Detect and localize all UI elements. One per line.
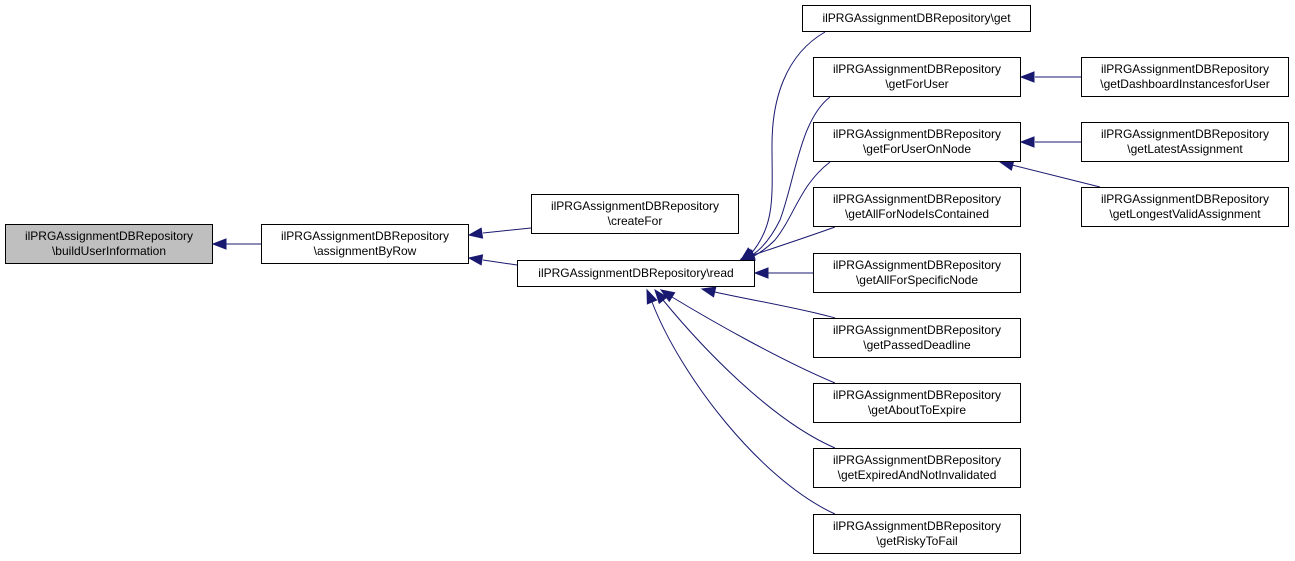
edge-line [662, 299, 836, 449]
node-label-line1: ilPRGAssignmentDBRepository [832, 127, 1002, 141]
node-label-line1: ilPRGAssignmentDBRepository [550, 199, 720, 213]
node-get-risky-to-fail[interactable]: ilPRGAssignmentDBRepository \getRiskyToF… [813, 514, 1021, 554]
node-label-line2: \getAboutToExpire [867, 403, 967, 417]
edge-arrowhead [654, 288, 668, 305]
node-label-line1: ilPRGAssignmentDBRepository [24, 229, 194, 243]
node-label-line2: \assignmentByRow [313, 244, 417, 258]
edge-arrowhead [467, 227, 484, 239]
node-label-line2: \getLatestAssignment [1127, 142, 1243, 156]
node-label-line2: \getLongestValidAssignment [1109, 207, 1261, 221]
node-read[interactable]: ilPRGAssignmentDBRepository\read [517, 260, 755, 287]
node-get-all-for-specific-node[interactable]: ilPRGAssignmentDBRepository \getAllForSp… [813, 253, 1021, 293]
edge-line [482, 259, 518, 266]
edge-line [482, 227, 532, 234]
edge-get-expired-and-not-invalidated-to-read [654, 288, 836, 449]
node-label-line1: ilPRGAssignmentDBRepository [280, 229, 450, 243]
node-get-longest-valid-assignment[interactable]: ilPRGAssignmentDBRepository \getLongestV… [1081, 187, 1289, 227]
edge-get-risky-to-fail-to-read [646, 288, 836, 515]
node-label-line2: \getExpiredAndNotInvalidated [837, 468, 997, 482]
node-get-about-to-expire[interactable]: ilPRGAssignmentDBRepository \getAboutToE… [813, 383, 1021, 423]
edge-arrowhead [1019, 136, 1035, 148]
node-get-latest-assignment[interactable]: ilPRGAssignmentDBRepository \getLatestAs… [1081, 122, 1289, 162]
edge-get-all-for-node-is-contained-to-read [739, 226, 836, 261]
node-get-all-for-node-is-contained[interactable]: ilPRGAssignmentDBRepository \getAllForNo… [813, 187, 1021, 227]
node-label-line1: ilPRGAssignmentDBRepository [832, 62, 1002, 76]
node-label-line1: ilPRGAssignmentDBRepository [1100, 127, 1270, 141]
edge-line [1011, 164, 1101, 188]
node-get-passed-deadline[interactable]: ilPRGAssignmentDBRepository \getPassedDe… [813, 318, 1021, 358]
node-assignment-by-row[interactable]: ilPRGAssignmentDBRepository \assignmentB… [261, 224, 469, 264]
node-label-line1: ilPRGAssignmentDBRepository [832, 192, 1002, 206]
edge-arrowhead [753, 267, 769, 279]
edge-arrowhead [211, 238, 227, 250]
node-label-line2: \getRiskyToFail [876, 534, 958, 548]
node-label-line1: ilPRGAssignmentDBRepository [832, 323, 1002, 337]
edge-assignment-by-row-to-build-user-information [211, 238, 261, 250]
edge-arrowhead [467, 254, 484, 266]
node-label-line1: ilPRGAssignmentDBRepository [832, 519, 1002, 533]
edge-arrowhead [700, 286, 717, 298]
node-label-line1: ilPRGAssignmentDBRepository\read [538, 266, 734, 280]
node-get-dashboard-instances-for-user[interactable]: ilPRGAssignmentDBRepository \getDashboar… [1081, 57, 1289, 97]
edge-get-passed-deadline-to-read [700, 286, 836, 319]
node-label-line1: ilPRGAssignmentDBRepository\get [822, 11, 1011, 25]
edge-get-longest-valid-assignment-to-get-for-user-on-node [998, 159, 1101, 188]
node-get[interactable]: ilPRGAssignmentDBRepository\get [802, 5, 1031, 32]
edge-create-for-to-assignment-by-row [467, 227, 532, 239]
edge-line [752, 226, 836, 256]
node-label-line2: \getForUserOnNode [862, 142, 972, 156]
node-get-for-user[interactable]: ilPRGAssignmentDBRepository \getForUser [813, 57, 1021, 97]
edge-arrowhead [739, 249, 756, 261]
node-label-line1: ilPRGAssignmentDBRepository [1100, 192, 1270, 206]
edge-read-to-assignment-by-row [467, 254, 518, 266]
node-label-line2: \getForUser [885, 77, 949, 91]
edge-arrowhead [646, 288, 658, 305]
edge-line [749, 31, 826, 256]
node-get-expired-and-not-invalidated[interactable]: ilPRGAssignmentDBRepository \getExpiredA… [813, 448, 1021, 488]
node-label-line2: \getAllForSpecificNode [855, 273, 979, 287]
node-label-line2: \buildUserInformation [51, 244, 167, 258]
edge-line [651, 301, 836, 515]
edge-line [714, 291, 836, 319]
node-label-line2: \createFor [607, 214, 663, 228]
node-label-line2: \getAllForNodeIsContained [844, 207, 990, 221]
edge-line [671, 296, 836, 384]
node-get-for-user-on-node[interactable]: ilPRGAssignmentDBRepository \getForUserO… [813, 122, 1021, 162]
node-label-line1: ilPRGAssignmentDBRepository [832, 258, 1002, 272]
edge-get-all-for-specific-node-to-read [753, 267, 813, 279]
edge-get-latest-assignment-to-get-for-user-on-node [1019, 136, 1081, 148]
edge-arrowhead [1019, 71, 1035, 83]
edge-line [751, 96, 831, 256]
edge-get-dashboard-instances-for-user-to-get-for-user [1019, 71, 1081, 83]
node-label-line1: ilPRGAssignmentDBRepository [832, 388, 1002, 402]
node-create-for[interactable]: ilPRGAssignmentDBRepository \createFor [531, 194, 739, 234]
node-label-line2: \getDashboardInstancesforUser [1100, 77, 1270, 91]
node-build-user-information: ilPRGAssignmentDBRepository \buildUserIn… [5, 224, 213, 264]
node-label-line2: \getPassedDeadline [863, 338, 971, 352]
node-label-line1: ilPRGAssignmentDBRepository [1100, 62, 1270, 76]
node-label-line1: ilPRGAssignmentDBRepository [832, 453, 1002, 467]
